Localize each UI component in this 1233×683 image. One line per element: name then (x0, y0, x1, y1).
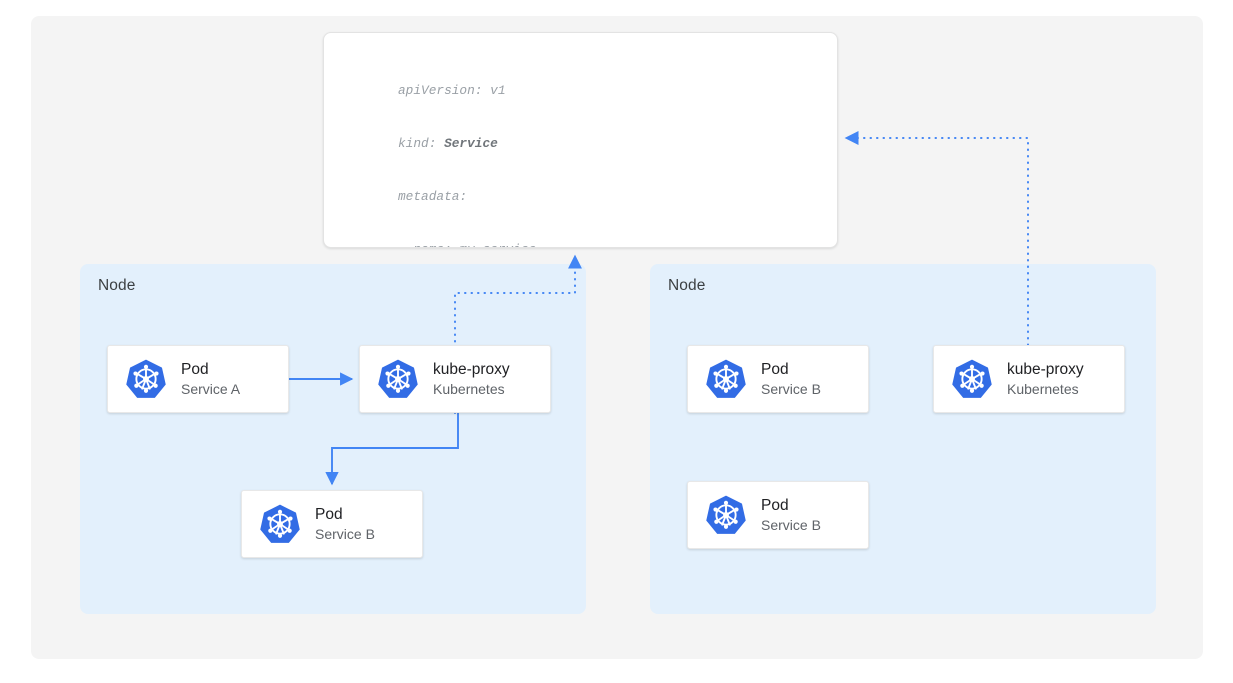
card-subtitle: Service B (761, 516, 821, 533)
yaml-line-kind: kind: Service (398, 135, 713, 153)
card-title: Pod (761, 496, 789, 514)
card-kube-proxy-left[interactable]: kube-proxy Kubernetes (359, 345, 551, 413)
node-box-right: Node (650, 264, 1156, 614)
card-title: kube-proxy (433, 360, 510, 378)
card-title: Pod (181, 360, 209, 378)
card-text: kube-proxy Kubernetes (1007, 360, 1084, 399)
kubernetes-logo-icon (378, 359, 418, 398)
service-manifest-yaml: apiVersion: v1 kind: Service metadata: n… (398, 47, 713, 247)
card-pod-service-a[interactable]: Pod Service A (107, 345, 289, 413)
card-title: Pod (761, 360, 789, 378)
service-manifest-card: apiVersion: v1 kind: Service metadata: n… (323, 32, 838, 248)
node-label-right: Node (668, 277, 706, 294)
card-title: Pod (315, 505, 343, 523)
card-title: kube-proxy (1007, 360, 1084, 378)
kubernetes-logo-icon (706, 495, 746, 534)
yaml-line-metadata: metadata: (398, 188, 468, 204)
card-text: Pod Service B (761, 496, 821, 535)
node-box-left: Node (80, 264, 586, 614)
card-subtitle: Service A (181, 380, 241, 397)
card-pod-service-b-right-bottom[interactable]: Pod Service B (687, 481, 869, 549)
yaml-line-name: name: my-service (398, 241, 713, 247)
node-label-left: Node (98, 277, 136, 294)
kubernetes-logo-icon (952, 359, 992, 398)
yaml-kind-prefix: kind: (398, 135, 445, 151)
kubernetes-logo-icon (260, 504, 300, 543)
card-text: Pod Service B (761, 360, 821, 399)
yaml-line-apiversion: apiVersion: v1 (398, 83, 506, 99)
yaml-kind-value: Service (444, 135, 498, 151)
card-subtitle: Kubernetes (1007, 380, 1079, 397)
card-subtitle: Service B (315, 525, 375, 542)
card-text: Pod Service B (315, 505, 375, 544)
card-pod-service-b-right-top[interactable]: Pod Service B (687, 345, 869, 413)
card-pod-service-b-left[interactable]: Pod Service B (241, 490, 423, 558)
card-text: kube-proxy Kubernetes (433, 360, 510, 399)
card-kube-proxy-right[interactable]: kube-proxy Kubernetes (933, 345, 1125, 413)
kubernetes-logo-icon (706, 359, 746, 398)
card-subtitle: Kubernetes (433, 380, 505, 397)
card-subtitle: Service B (761, 380, 821, 397)
kubernetes-logo-icon (126, 359, 166, 398)
card-text: Pod Service A (181, 360, 240, 399)
